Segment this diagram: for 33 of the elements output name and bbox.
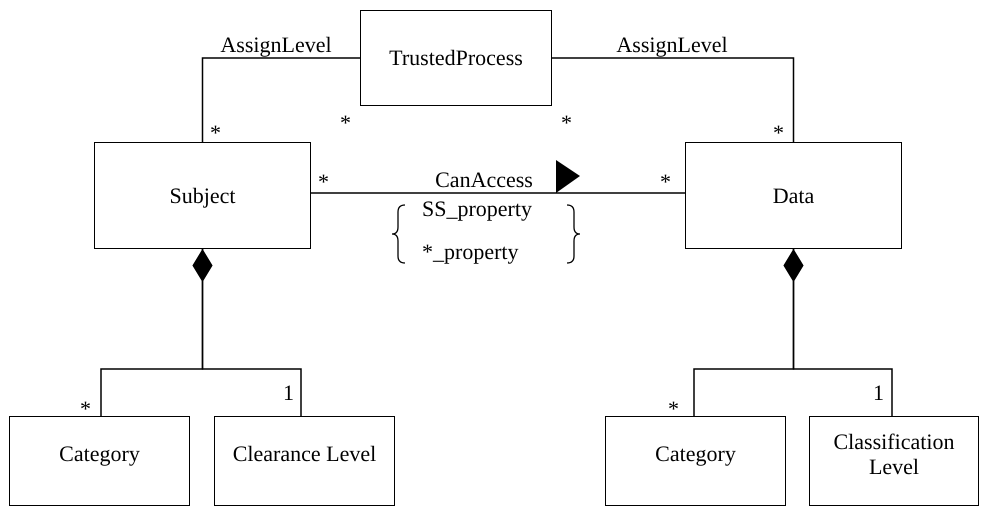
class-name: Subject xyxy=(170,182,236,208)
multiplicity-label: * xyxy=(340,112,351,134)
edge-label: AssignLevel xyxy=(218,34,334,56)
class-box xyxy=(685,142,902,249)
multiplicity-label: * xyxy=(561,112,572,134)
association-line xyxy=(311,192,685,194)
class-name: TrustedProcess xyxy=(389,45,523,71)
association-line xyxy=(552,57,794,142)
class-box xyxy=(214,416,395,506)
class-box xyxy=(605,416,786,506)
multiplicity-label: * xyxy=(773,122,784,144)
multiplicity-label: * xyxy=(80,398,91,420)
class-name: Classification Level xyxy=(832,428,956,480)
class-name: Category xyxy=(655,441,736,467)
multiplicity-label: 1 xyxy=(283,382,294,404)
class-name: Clearance Level xyxy=(232,441,376,467)
composition-line xyxy=(784,249,893,416)
class-box xyxy=(809,416,979,506)
multiplicity-label: * xyxy=(668,398,679,420)
class-box xyxy=(360,10,552,106)
class-box xyxy=(94,142,311,249)
constraint-text: *_property xyxy=(422,241,519,263)
class-name: Category xyxy=(59,441,140,467)
association-line xyxy=(202,57,360,142)
multiplicity-label: * xyxy=(660,171,671,193)
class-box xyxy=(9,416,190,506)
multiplicity-label: * xyxy=(210,122,221,144)
constraint-text: SS_property xyxy=(422,198,532,220)
edge-label: AssignLevel xyxy=(614,34,730,56)
multiplicity-label: 1 xyxy=(873,382,884,404)
class-name: Data xyxy=(772,182,814,208)
multiplicity-label: * xyxy=(318,171,329,193)
composition-line xyxy=(192,249,302,416)
